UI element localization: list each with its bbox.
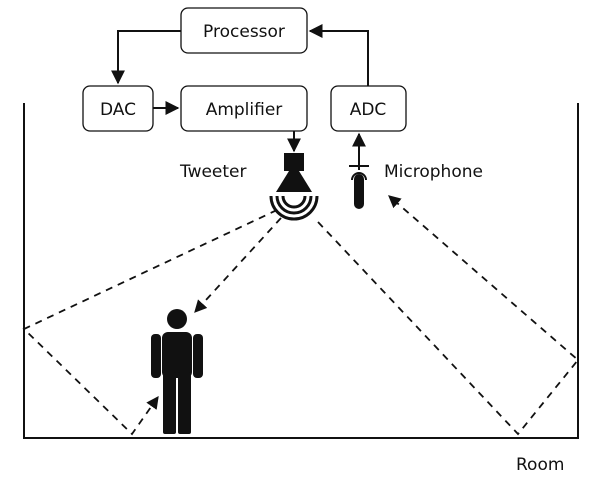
tweeter-icon [269,153,319,221]
processor-label: Processor [203,22,285,42]
adc-label: ADC [350,100,387,120]
adc-to-processor-arrow [308,24,369,86]
right-wall-reflection-path [317,195,580,436]
microphone-label: Microphone [384,162,483,182]
processor-to-dac-arrow [111,30,181,85]
person-icon [151,309,203,434]
dac-label: DAC [100,100,136,120]
room-label: Room [516,455,564,475]
amplifier-block: Amplifier [180,85,308,132]
tweeter-label: Tweeter [179,162,247,182]
dac-block: DAC [82,85,154,132]
amplifier-label: Amplifier [206,100,283,120]
microphone-icon [349,165,369,209]
direct-sound-path [194,217,282,313]
adc-block: ADC [330,85,407,132]
left-wall-reflection-path [22,209,278,436]
processor-block: Processor [180,7,308,54]
room-outline [23,103,579,439]
